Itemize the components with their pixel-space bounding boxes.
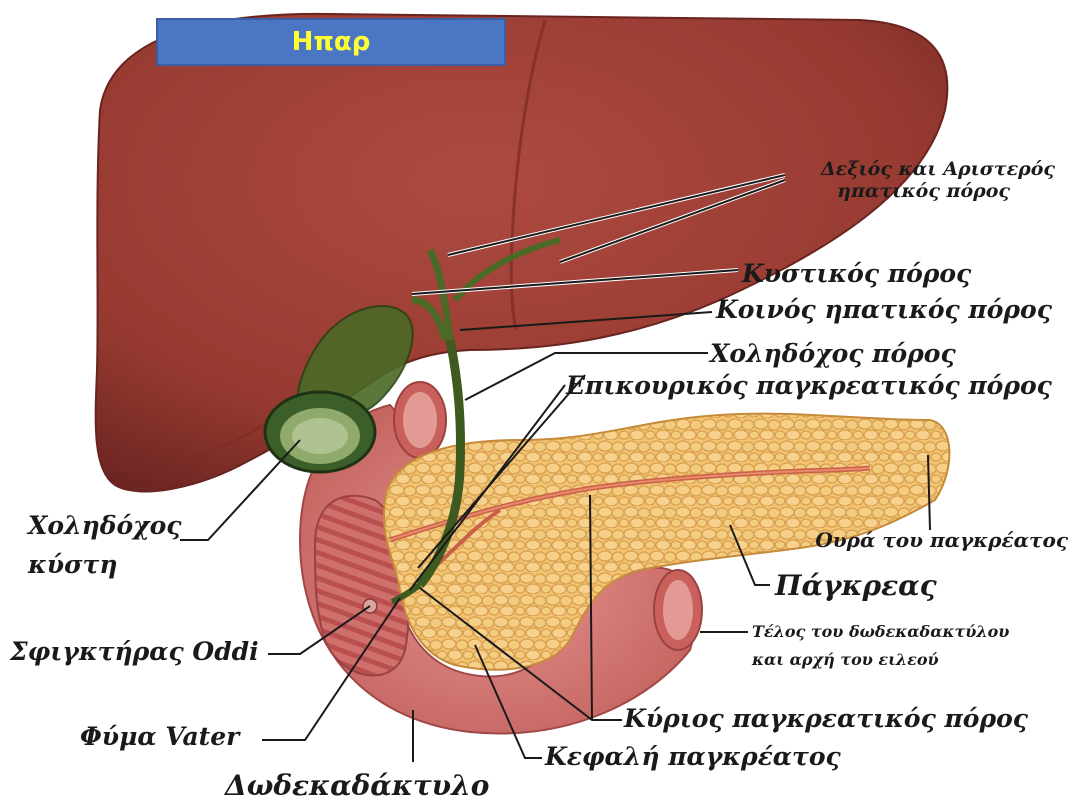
label-pancreas: Πάγκρεας [774, 569, 938, 602]
label-gallbladder-1: Χοληδόχος [26, 511, 182, 540]
label-common-bile-duct: Χοληδόχος πόρος [708, 339, 956, 368]
label-cystic-duct: Κυστικός πόρος [741, 259, 972, 288]
label-sphincter-oddi: Σφιγκτήρας Oddi [9, 637, 259, 666]
label-gallbladder-2: κύστη [27, 550, 118, 579]
label-accessory-pancreatic-duct: Επικουρικός παγκρεατικός πόρος [565, 371, 1053, 400]
label-hepatic-ducts-1: Δεξιός και Αριστερός [820, 158, 1055, 180]
label-end-duodenum-1: Τέλος του δωδεκαδακτύλου [752, 622, 1009, 641]
title-banner: Ηπαρ [156, 18, 506, 66]
label-duodenum: Δωδεκαδάκτυλο [223, 769, 489, 800]
label-pancreas-head: Κεφαλή παγκρέατος [544, 742, 842, 771]
label-hepatic-ducts-2: ηπατικός πόρος [837, 180, 1010, 202]
title-text: Ηπαρ [292, 27, 371, 57]
label-pancreas-tail: Ουρά του παγκρέατος [815, 528, 1068, 552]
label-vater-papilla: Φύμα Vater [80, 722, 241, 751]
label-common-hepatic-duct: Κοινός ηπατικός πόρος [715, 295, 1053, 324]
label-main-pancreatic-duct: Κύριος παγκρεατικός πόρος [623, 704, 1029, 733]
label-end-duodenum-2: και αρχή του ειλεού [751, 650, 939, 669]
